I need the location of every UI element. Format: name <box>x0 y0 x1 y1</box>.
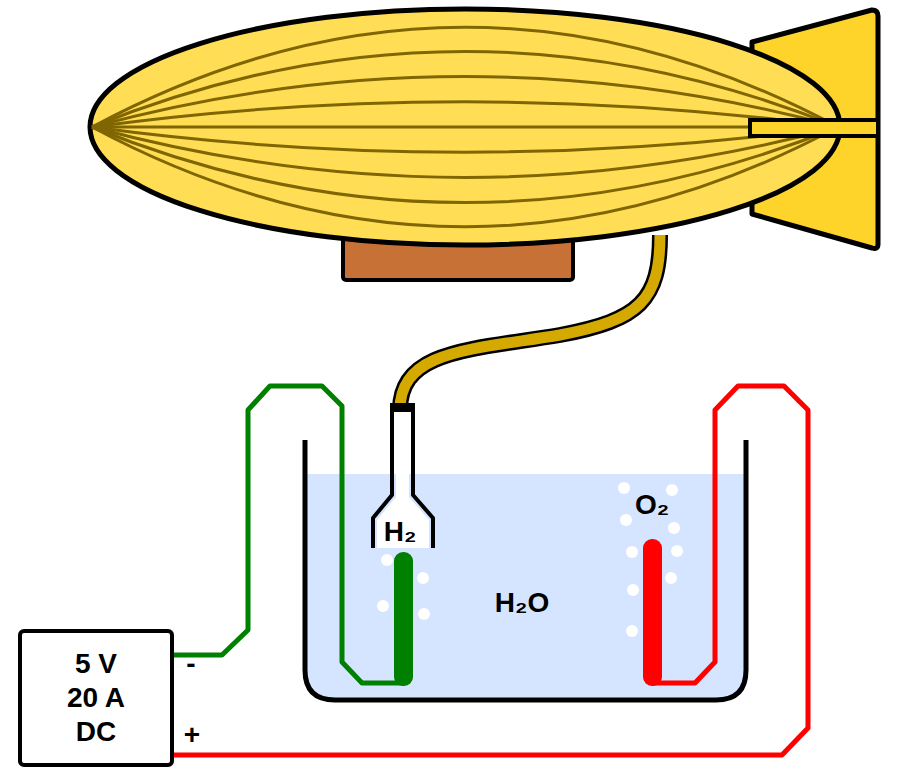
gore-line <box>92 127 838 227</box>
water <box>305 474 746 700</box>
gas-label: O₂ <box>635 489 669 521</box>
positive-wire <box>172 386 808 755</box>
gore-line <box>92 102 838 127</box>
power-supply-outline <box>20 631 172 765</box>
gore-line <box>92 51 838 127</box>
anode <box>643 539 662 686</box>
water-label: H₂O <box>495 587 549 619</box>
terminal-label: - <box>186 648 195 680</box>
gore-line <box>92 27 838 127</box>
airship-envelope <box>90 9 840 245</box>
tank <box>305 440 746 700</box>
horizontal-fin <box>750 120 878 136</box>
gore-line <box>92 127 838 177</box>
gore-line <box>92 77 838 127</box>
gore-line <box>92 126 838 129</box>
terminal-label: + <box>184 719 200 751</box>
gas-collector <box>373 408 433 548</box>
supply-rating: 5 V 20 A DC <box>57 647 135 749</box>
negative-wire <box>172 386 404 683</box>
gas-label: H₂ <box>384 516 417 548</box>
gore-line <box>92 127 838 152</box>
cathode <box>394 552 413 686</box>
hose-joint <box>390 403 415 412</box>
collector-inside <box>377 410 429 548</box>
gas-bubbles <box>377 482 683 637</box>
envelope-gores <box>92 27 838 227</box>
power-supply-box: 5 V 20 A DC <box>22 633 170 763</box>
gore-line <box>92 127 838 203</box>
